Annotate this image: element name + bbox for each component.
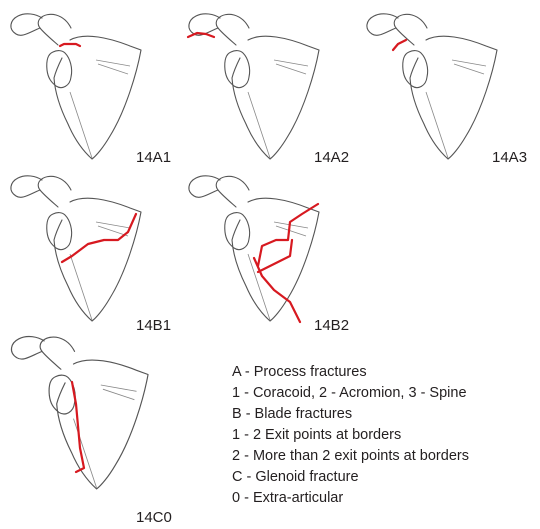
legend-item: 2 - More than 2 exit points at borders [232,446,469,467]
blade-fracture-line [62,214,136,262]
spine-fracture-line [393,40,406,50]
legend-item: 1 - 2 Exit points at borders [232,425,469,446]
scapula-outline [11,14,141,159]
classification-legend: A - Process fractures 1 - Coracoid, 2 - … [232,362,469,509]
scapula-outline [11,337,148,489]
legend-item: C - Glenoid fracture [232,467,469,488]
panel-code: 14A1 [136,149,171,166]
coracoid-fracture-line [60,44,80,46]
scapula-outline [189,176,319,321]
legend-item: 0 - Extra-articular [232,488,469,509]
panel-code: 14A3 [492,149,527,166]
panel-14A1: 14A1 [11,14,171,166]
panel-14C0: 14C0 [11,337,171,526]
panel-code: 14A2 [314,149,349,166]
panel-code: 14B2 [314,317,349,334]
legend-item: 1 - Coracoid, 2 - Acromion, 3 - Spine [232,383,469,404]
panel-code: 14B1 [136,317,171,334]
panel-14B2: 14B2 [189,176,349,334]
legend-item: B - Blade fractures [232,404,469,425]
panel-14B1: 14B1 [11,176,171,334]
panel-14A2: 14A2 [188,14,349,166]
panel-code: 14C0 [136,509,172,526]
legend-item: A - Process fractures [232,362,469,383]
scapula-outline [11,176,141,321]
panel-14A3: 14A3 [367,14,527,166]
scapula-outline [367,14,497,159]
